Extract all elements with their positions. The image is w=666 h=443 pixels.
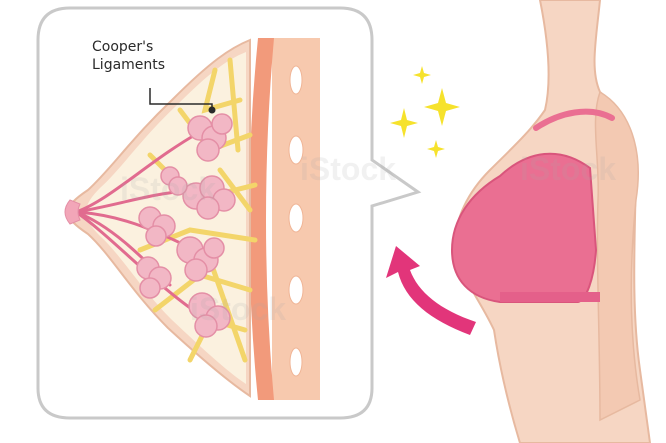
sparkle-icon [424, 88, 460, 126]
watermark-text: iStock [190, 291, 286, 327]
nipple [65, 200, 80, 224]
sparkle-icon [427, 140, 445, 158]
label-line-2: Ligaments [92, 56, 165, 74]
sparkle-icon [413, 66, 431, 84]
sparkle-icon [390, 108, 418, 138]
label-pointer-dot [209, 107, 216, 114]
label-line-1: Cooper's [92, 38, 165, 56]
bra-band [500, 292, 600, 302]
watermark-text: iStock [300, 151, 396, 187]
coopers-ligaments-label: Cooper's Ligaments [92, 38, 165, 74]
watermark-text: iStock [520, 151, 616, 187]
watermark-text: iStock [120, 171, 216, 207]
sparkle-icons [390, 66, 460, 158]
